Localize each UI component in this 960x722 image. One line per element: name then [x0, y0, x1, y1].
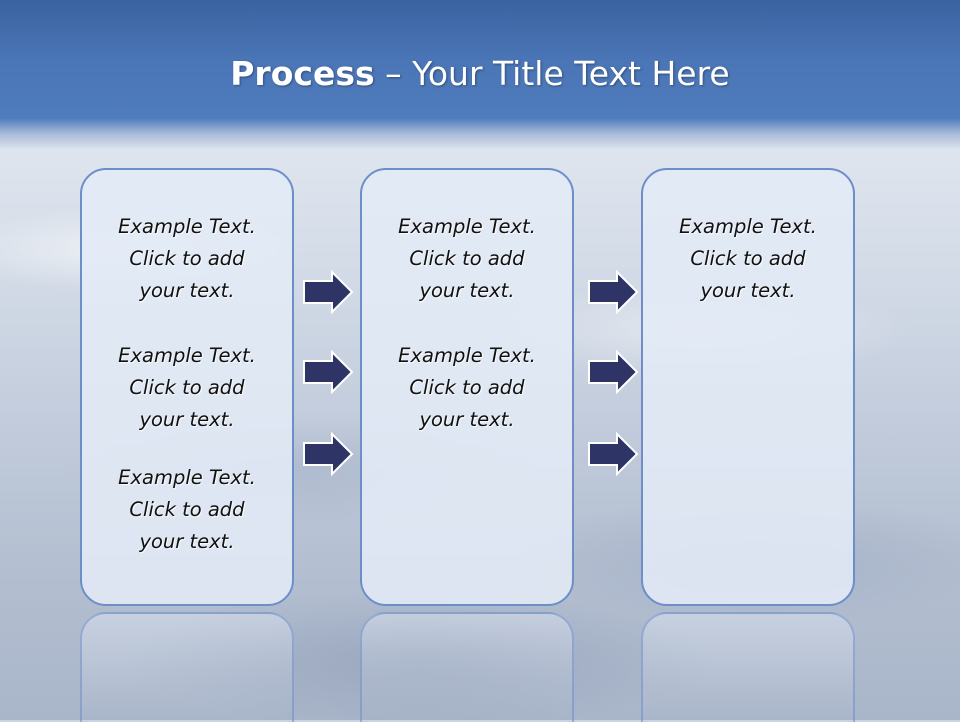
- text-line: your text.: [139, 408, 235, 431]
- right-arrow-icon: [303, 270, 354, 314]
- process-box-2[interactable]: Example Text. Click to add your text. Ex…: [360, 168, 574, 606]
- title-rest: – Your Title Text Here: [374, 54, 730, 93]
- text-line: Example Text.: [118, 466, 256, 489]
- text-line: your text.: [700, 279, 796, 302]
- text-block[interactable]: Example Text. Click to add your text.: [82, 211, 292, 307]
- text-block[interactable]: Example Text. Click to add your text.: [643, 211, 853, 307]
- text-line: Click to add: [409, 376, 525, 399]
- text-line: your text.: [419, 279, 515, 302]
- text-line: Example Text.: [398, 344, 536, 367]
- text-line: Click to add: [409, 247, 525, 270]
- text-line: Click to add: [129, 498, 245, 521]
- text-block[interactable]: Example Text. Click to add your text.: [362, 211, 572, 307]
- text-line: Example Text.: [118, 344, 256, 367]
- text-block[interactable]: Example Text. Click to add your text.: [82, 340, 292, 436]
- text-line: your text.: [139, 279, 235, 302]
- text-line: your text.: [419, 408, 515, 431]
- right-arrow-icon: [588, 270, 639, 314]
- right-arrow-icon: [303, 432, 354, 476]
- process-box-3[interactable]: Example Text. Click to add your text.: [641, 168, 855, 606]
- text-line: your text.: [139, 530, 235, 553]
- text-line: Click to add: [129, 376, 245, 399]
- text-line: Example Text.: [679, 215, 817, 238]
- right-arrow-icon: [588, 350, 639, 394]
- title-bold: Process: [230, 54, 375, 93]
- text-line: Example Text.: [398, 215, 536, 238]
- box-reflection: [360, 612, 574, 722]
- right-arrow-icon: [588, 432, 639, 476]
- slide-title[interactable]: Process – Your Title Text Here: [0, 52, 960, 96]
- process-box-1[interactable]: Example Text. Click to add your text. Ex…: [80, 168, 294, 606]
- text-block[interactable]: Example Text. Click to add your text.: [362, 340, 572, 436]
- text-line: Click to add: [129, 247, 245, 270]
- text-block[interactable]: Example Text. Click to add your text.: [82, 462, 292, 558]
- box-reflection: [80, 612, 294, 722]
- text-line: Click to add: [690, 247, 806, 270]
- right-arrow-icon: [303, 350, 354, 394]
- text-line: Example Text.: [118, 215, 256, 238]
- box-reflection: [641, 612, 855, 722]
